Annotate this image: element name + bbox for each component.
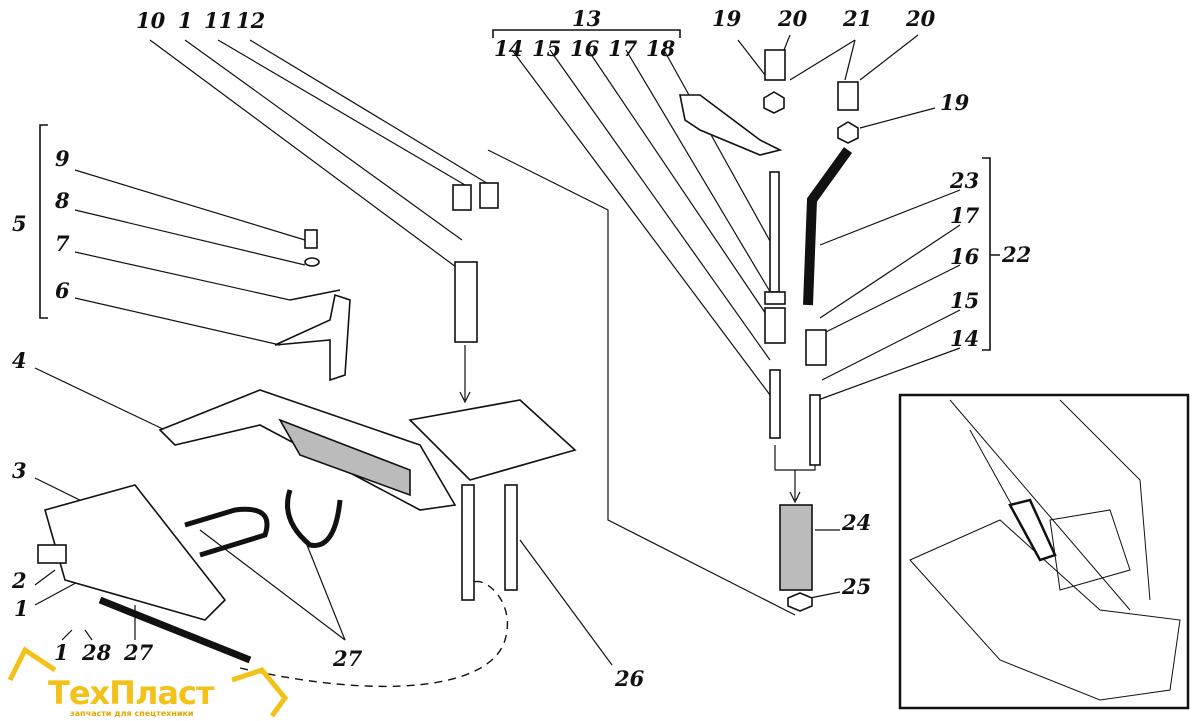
callout-18: 18 bbox=[646, 36, 676, 61]
callout-16: 16 bbox=[570, 36, 600, 61]
callout-14: 14 bbox=[950, 326, 980, 351]
stud-14b bbox=[809, 394, 821, 466]
bushing-11 bbox=[452, 184, 472, 211]
callout-7: 7 bbox=[55, 231, 70, 256]
inset-drawing bbox=[909, 399, 1181, 701]
nut-17a bbox=[764, 291, 786, 305]
washer-8 bbox=[304, 257, 320, 267]
callout-13: 13 bbox=[572, 6, 602, 31]
callout-8: 8 bbox=[55, 188, 70, 213]
sleeve-24 bbox=[779, 504, 813, 591]
bushing-12 bbox=[479, 182, 499, 209]
logo-excavator-icon bbox=[7, 646, 289, 718]
plate-3 bbox=[44, 484, 227, 621]
sleeve-10 bbox=[454, 261, 478, 343]
callout-1: 1 bbox=[54, 640, 69, 665]
assembly-path-line bbox=[487, 149, 796, 616]
callout-22: 22 bbox=[1002, 242, 1032, 267]
callout-25: 25 bbox=[842, 574, 872, 599]
clevis-2 bbox=[37, 544, 67, 564]
callout-10: 10 bbox=[136, 8, 166, 33]
callout-6: 6 bbox=[55, 278, 70, 303]
callout-19: 19 bbox=[940, 90, 970, 115]
callout-15: 15 bbox=[950, 288, 980, 313]
clevis-plate-10 bbox=[408, 399, 577, 481]
callout-11: 11 bbox=[204, 8, 234, 33]
callout-26: 26 bbox=[615, 666, 645, 691]
coupling-16a bbox=[764, 307, 786, 344]
arrow-down-left bbox=[459, 345, 471, 404]
callout-9: 9 bbox=[55, 146, 70, 171]
callout-14: 14 bbox=[494, 36, 524, 61]
callout-15: 15 bbox=[532, 36, 562, 61]
callout-28: 28 bbox=[82, 640, 112, 665]
callout-21: 21 bbox=[843, 6, 873, 31]
callout-3: 3 bbox=[12, 458, 27, 483]
callout-17: 17 bbox=[608, 36, 638, 61]
watermark-logo: ТехПласт запчасти для спецтехники bbox=[48, 677, 214, 718]
clamp-20a bbox=[764, 49, 786, 81]
rod-18 bbox=[769, 171, 780, 293]
dashed-cable bbox=[239, 580, 508, 688]
callout-16: 16 bbox=[950, 244, 980, 269]
hex-nut-25 bbox=[787, 592, 813, 612]
inset-frame bbox=[898, 393, 1190, 710]
callout-1: 1 bbox=[14, 596, 29, 621]
frame-bracket-4 bbox=[158, 389, 457, 511]
callout-20: 20 bbox=[906, 6, 936, 31]
logo-name: ТехПласт bbox=[48, 674, 214, 712]
cable-rod-27 bbox=[98, 596, 252, 664]
callout-20: 20 bbox=[778, 6, 808, 31]
callout-4: 4 bbox=[12, 348, 27, 373]
callout-23: 23 bbox=[950, 168, 980, 193]
callout-27: 27 bbox=[333, 646, 363, 671]
coupling-16b bbox=[805, 329, 827, 366]
callout-2: 2 bbox=[12, 568, 27, 593]
callout-12: 12 bbox=[236, 8, 266, 33]
lever-bracket bbox=[679, 94, 783, 156]
bracket-13 bbox=[492, 29, 681, 38]
callout-27: 27 bbox=[124, 640, 154, 665]
bracket-22 bbox=[982, 157, 1000, 351]
lever-23 bbox=[803, 147, 853, 306]
bracket-5 bbox=[39, 124, 48, 319]
leader-lines bbox=[34, 34, 961, 666]
stud-14 bbox=[769, 369, 781, 439]
logo-tagline: запчасти для спецтехники bbox=[70, 709, 194, 718]
shift-rods-26 bbox=[461, 484, 518, 601]
bolt-9 bbox=[304, 229, 318, 249]
arrow-down-right bbox=[774, 445, 816, 504]
callout-24: 24 bbox=[842, 510, 872, 535]
callout-5: 5 bbox=[12, 211, 27, 236]
clamp-20b bbox=[837, 81, 859, 111]
bracket-6-7 bbox=[274, 289, 351, 382]
hex-nut-19b bbox=[837, 121, 859, 144]
callout-19: 19 bbox=[712, 6, 742, 31]
callout-17: 17 bbox=[950, 203, 980, 228]
u-bolts-27 bbox=[184, 489, 343, 558]
callout-1: 1 bbox=[178, 8, 193, 33]
hex-nut-19a bbox=[763, 91, 785, 114]
